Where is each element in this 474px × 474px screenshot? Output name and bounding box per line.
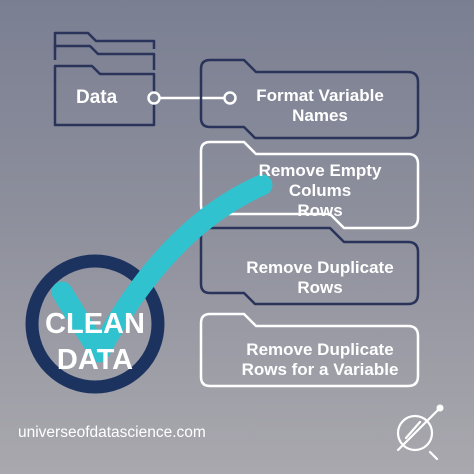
step-2-line-3: Rows	[297, 201, 343, 220]
step-4-line-2: Rows for a Variable	[241, 360, 399, 379]
check-mark	[51, 174, 273, 363]
folder-back	[53, 31, 156, 49]
folder-label: Data	[76, 87, 118, 108]
clean-data-label: CLEAN DATA	[30, 306, 160, 378]
step-2-line-1: Remove Empty	[258, 161, 382, 180]
step-2-label: Remove Empty Colums Rows	[222, 161, 418, 221]
step-4-line-1: Remove Duplicate	[246, 340, 394, 359]
footer-url[interactable]: universeofdatascience.com	[18, 424, 206, 441]
clean-data-ring	[25, 254, 165, 394]
step-1-line-1: Format Variable	[256, 86, 384, 105]
folder-middle	[53, 44, 156, 70]
step-3-label: Remove Duplicate Rows	[222, 258, 418, 298]
step-box-4	[199, 312, 420, 388]
step-4-label: Remove Duplicate Rows for a Variable	[222, 340, 418, 380]
folder-front	[53, 64, 156, 127]
step-box-2	[199, 140, 420, 230]
step-2-line-2: Colums	[288, 181, 352, 200]
folder-stack-icon	[53, 31, 156, 127]
clean-word: CLEAN	[45, 308, 145, 340]
step-1-line-2: Names	[292, 106, 348, 125]
step-box-1	[199, 58, 420, 140]
step-3-line-2: Rows	[297, 278, 343, 297]
planet-orbit-icon	[396, 404, 444, 461]
data-connector	[147, 91, 237, 105]
step-1-label: Format Variable Names	[222, 86, 418, 126]
step-3-line-1: Remove Duplicate	[246, 258, 394, 277]
data-word: DATA	[56, 344, 134, 376]
